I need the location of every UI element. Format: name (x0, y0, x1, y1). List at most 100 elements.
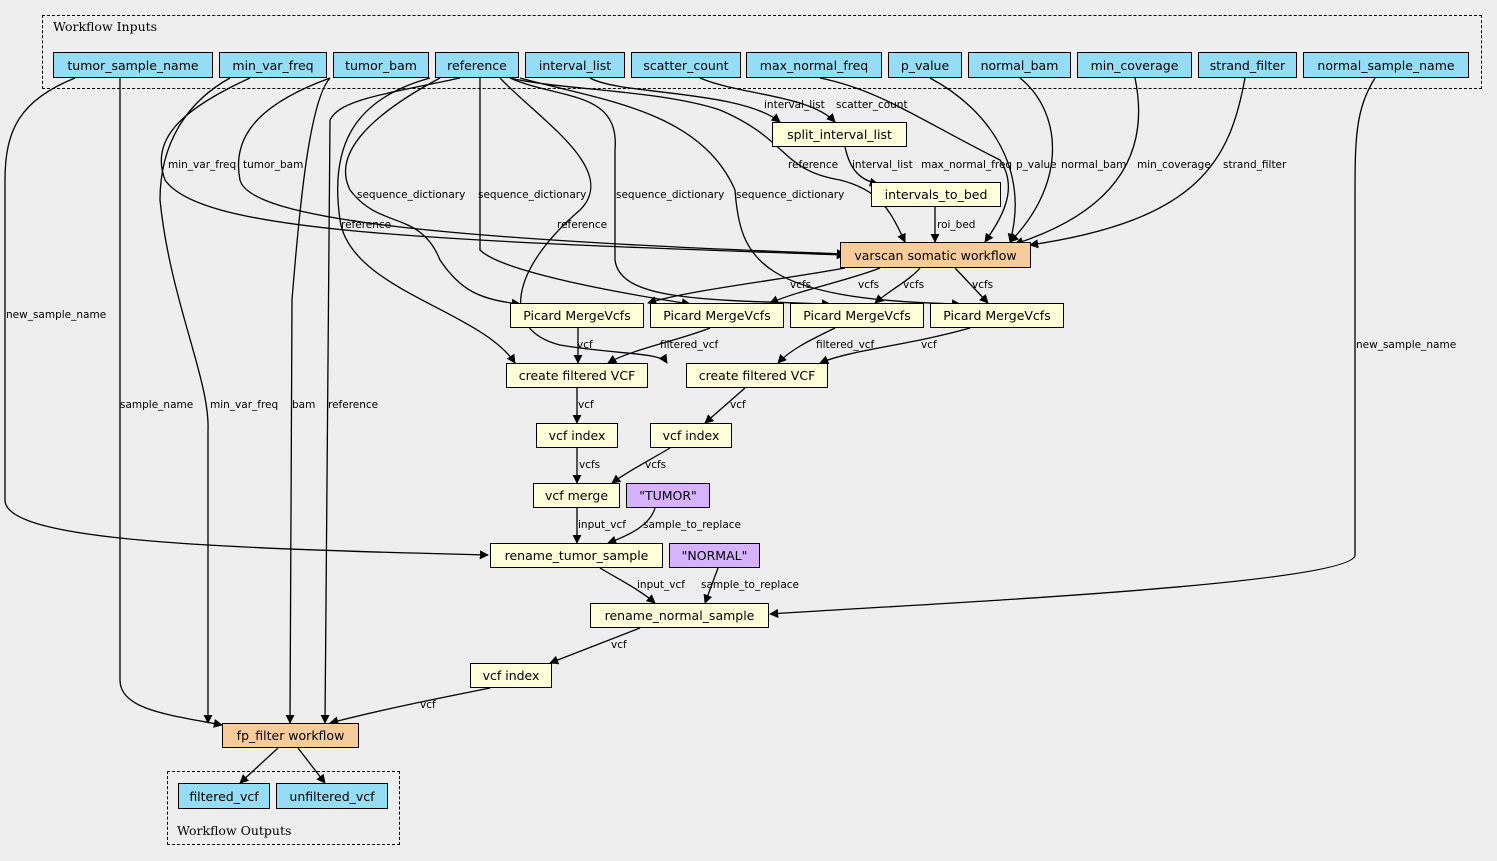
edge-varscan-merge2 (769, 267, 881, 304)
step-vcf-merge[interactable]: vcf merge (533, 483, 620, 508)
edge-varscan-merge1 (647, 267, 846, 305)
edge-label: normal_bam (1061, 159, 1126, 171)
edge-labels: interval_list scatter_count interval_listr… (6, 99, 1456, 711)
edge-renamenormal-index3 (549, 627, 641, 665)
edge-label: vcfs (790, 279, 811, 291)
workflow-inputs-title: Workflow Inputs (53, 19, 158, 34)
edge-label: vcf (577, 339, 593, 351)
edge-ref-create1 (337, 77, 516, 364)
workflow-outputs-cluster (167, 771, 400, 845)
step-picard-mergevcfs-4[interactable]: Picard MergeVcfs (930, 303, 1064, 328)
step-fp-filter-workflow[interactable]: fp_filter workflow (222, 723, 359, 748)
edge-tumorbam-varscan (237, 77, 846, 259)
edge-strandfilter-varscan (1029, 77, 1246, 249)
edge-label: vcfs (579, 459, 600, 471)
input-tumor-sample-name[interactable]: tumor_sample_name (53, 52, 213, 78)
edge-create2-index2 (704, 387, 746, 424)
edge-merge2-create1 (607, 327, 711, 364)
step-split-interval-list[interactable]: split_interval_list (772, 122, 907, 147)
input-p-value[interactable]: p_value (888, 52, 962, 78)
value-normal[interactable]: "NORMAL" (669, 543, 760, 568)
input-min-coverage[interactable]: min_coverage (1077, 52, 1192, 78)
input-tumor-bam[interactable]: tumor_bam (333, 52, 429, 78)
input-interval-list[interactable]: interval_list (525, 52, 625, 78)
edge-maxnormal-varscan (819, 77, 1010, 243)
edge-label: vcfs (858, 279, 879, 291)
edge-label: vcf (578, 399, 594, 411)
step-create-filtered-vcf-1[interactable]: create filtered VCF (506, 363, 648, 388)
edge-label: vcfs (645, 459, 666, 471)
edge-varscan-merge3 (874, 267, 921, 304)
edge-label: max_normal_freq (921, 159, 1012, 171)
edge-tumorname-rename (4, 77, 489, 560)
edge-label: vcf (420, 699, 436, 711)
edge-label: p_value (1016, 159, 1057, 171)
edge-label: sequence_dictionary (478, 189, 586, 201)
step-rename-tumor-sample[interactable]: rename_tumor_sample (490, 543, 663, 568)
output-filtered-vcf[interactable]: filtered_vcf (178, 783, 270, 809)
edge-normalbam-varscan (1009, 77, 1053, 243)
input-reference[interactable]: reference (435, 52, 519, 78)
step-vcf-index-2[interactable]: vcf index (650, 423, 732, 448)
edge-normal-rename-normal (703, 567, 719, 604)
edge-label: sample_name (120, 399, 193, 411)
input-min-var-freq[interactable]: min_var_freq (219, 52, 327, 78)
step-picard-mergevcfs-2[interactable]: Picard MergeVcfs (650, 303, 784, 328)
edge-label: sample_to_replace (701, 579, 799, 591)
edge-label: input_vcf (578, 519, 626, 531)
step-vcf-index-1[interactable]: vcf index (536, 423, 618, 448)
step-varscan-somatic-workflow[interactable]: varscan somatic workflow (840, 242, 1031, 268)
input-normal-bam[interactable]: normal_bam (968, 52, 1071, 78)
workflow-inputs-cluster (42, 15, 1482, 89)
output-unfiltered-vcf[interactable]: unfiltered_vcf (276, 783, 388, 809)
step-picard-mergevcfs-3[interactable]: Picard MergeVcfs (790, 303, 924, 328)
edge-fp-unfiltered (297, 747, 326, 784)
edge-reference-fp (320, 77, 461, 724)
edge-tumorname-fp (119, 78, 223, 728)
edge-label: new_sample_name (6, 309, 106, 321)
input-strand-filter[interactable]: strand_filter (1198, 52, 1297, 78)
edge-index2-merge (611, 447, 671, 484)
step-create-filtered-vcf-2[interactable]: create filtered VCF (686, 363, 828, 388)
edge-tumor-rename-tumor (607, 507, 656, 545)
step-vcf-index-3[interactable]: vcf index (470, 663, 552, 688)
input-normal-sample-name[interactable]: normal_sample_name (1303, 52, 1469, 78)
edge-label: reference (557, 219, 607, 231)
edge-ref-create2 (499, 77, 668, 364)
edge-label: sequence_dictionary (736, 189, 844, 201)
edge-ref-merge1 (344, 77, 521, 308)
edge-label: sequence_dictionary (616, 189, 724, 201)
edge-mincoverage-varscan (1014, 77, 1140, 246)
edge-merge3-create2 (777, 327, 836, 364)
edge-minvar-varscan (160, 77, 846, 260)
edge-label: interval_list (852, 159, 913, 171)
edge-label: strand_filter (1223, 159, 1287, 171)
step-intervals-to-bed[interactable]: intervals_to_bed (871, 182, 1001, 207)
edge-label: min_coverage (1137, 159, 1211, 171)
input-scatter-count[interactable]: scatter_count (631, 52, 741, 78)
edge-label: interval_list (764, 99, 825, 111)
edge-label: scatter_count (836, 99, 908, 111)
edge-merge4-create2 (819, 327, 971, 364)
edge-rename-tumor-normal (599, 567, 656, 604)
edge-fp-filtered (239, 747, 279, 784)
edge-label: filtered_vcf (816, 339, 875, 351)
edge-interval-list-split (589, 77, 781, 123)
edge-label: vcf (611, 639, 627, 651)
edge-label: reference (328, 399, 378, 411)
workflow-outputs-title: Workflow Outputs (177, 823, 292, 838)
edge-minvar-fp (159, 77, 231, 724)
input-max-normal-freq[interactable]: max_normal_freq (746, 52, 882, 78)
edge-label: vcf (730, 399, 746, 411)
edges (4, 77, 1376, 784)
value-tumor[interactable]: "TUMOR" (626, 483, 710, 508)
edge-label: min_var_freq (210, 399, 278, 411)
step-rename-normal-sample[interactable]: rename_normal_sample (590, 603, 769, 628)
edge-ref-merge4 (519, 77, 961, 309)
step-picard-mergevcfs-1[interactable]: Picard MergeVcfs (510, 303, 644, 328)
edge-label: vcfs (972, 279, 993, 291)
edge-label: filtered_vcf (660, 339, 719, 351)
edge-label: min_var_freq (168, 159, 236, 171)
edge-label: reference (341, 219, 391, 231)
edge-label: vcf (921, 339, 937, 351)
